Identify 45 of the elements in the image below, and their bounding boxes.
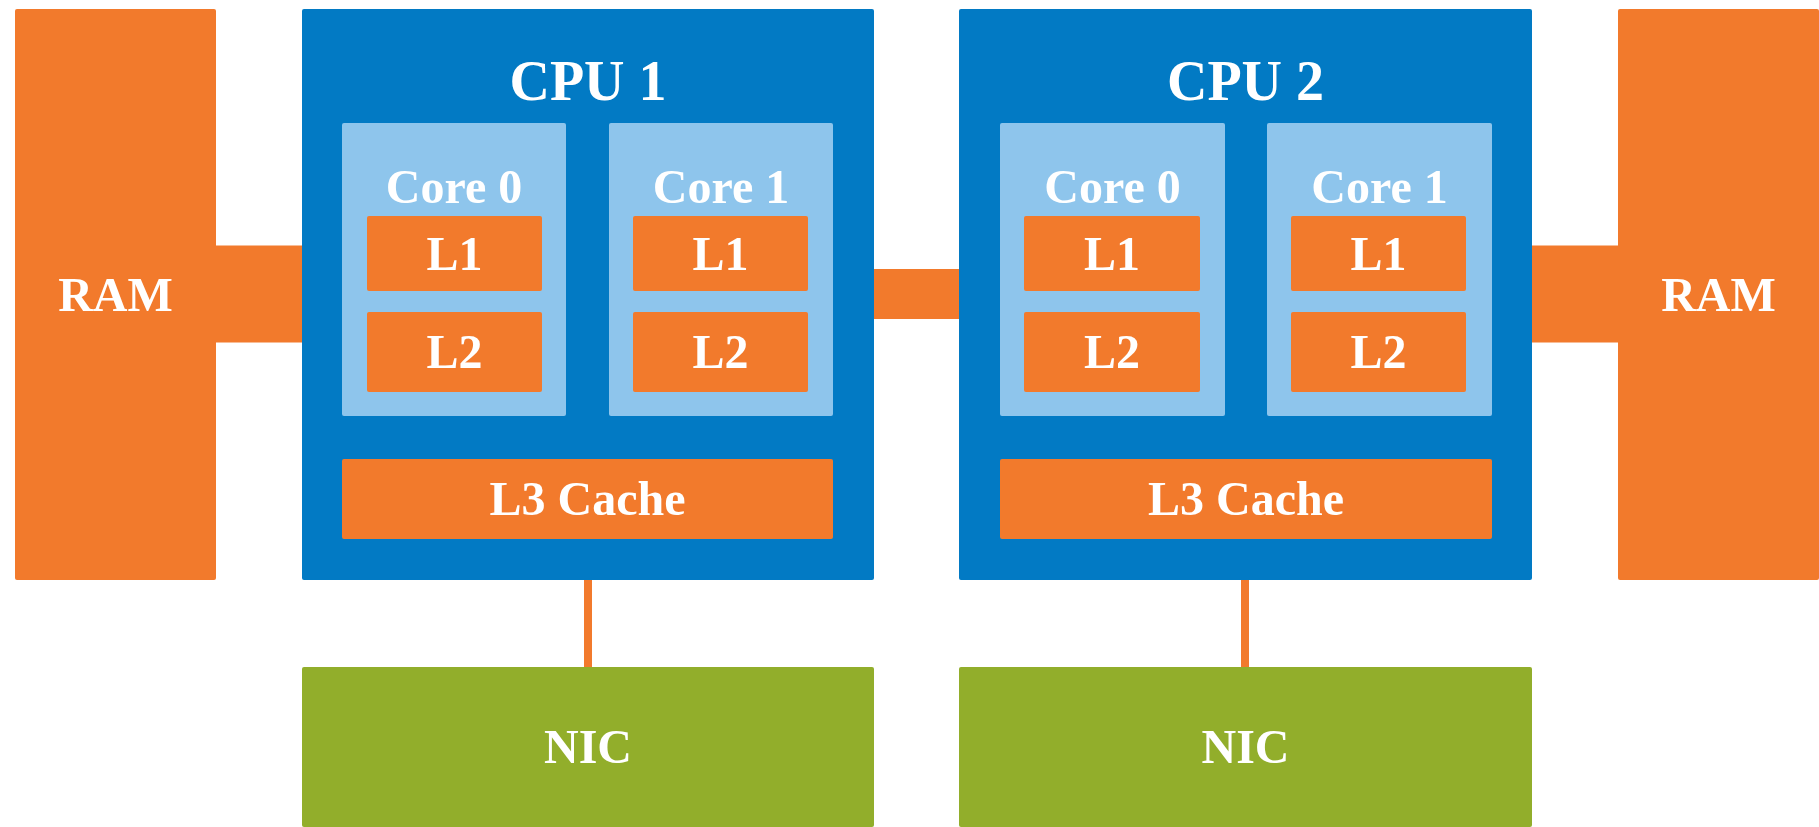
core-title: Core 1 xyxy=(652,163,790,211)
cache-label: L1 xyxy=(692,229,749,278)
network-card-box xyxy=(959,667,1532,827)
cache-label: L3 Cache xyxy=(1148,475,1344,523)
core-title: Core 0 xyxy=(385,163,523,211)
cache-label: L2 xyxy=(692,328,749,376)
cache-box xyxy=(1000,459,1492,539)
connector-bar xyxy=(216,245,302,343)
cache-box xyxy=(1291,312,1466,392)
core-box xyxy=(342,123,566,416)
network-card-label: NIC xyxy=(544,719,632,775)
core-title: Core 0 xyxy=(1044,163,1181,211)
memory-block xyxy=(1618,9,1819,580)
cache-label: L1 xyxy=(1350,229,1407,278)
cache-box xyxy=(1024,312,1200,392)
cache-label: L2 xyxy=(1084,328,1140,376)
core-title: Core 1 xyxy=(1311,163,1448,211)
core-box xyxy=(1000,123,1225,416)
cache-box xyxy=(633,216,808,291)
core-box xyxy=(1267,123,1492,416)
processor-title: CPU 2 xyxy=(1166,53,1325,109)
connector-bar xyxy=(874,269,959,319)
cache-box xyxy=(1024,216,1200,291)
cache-label: L1 xyxy=(1084,229,1140,278)
memory-block xyxy=(15,9,216,580)
processor-box xyxy=(959,9,1532,580)
cache-box xyxy=(367,312,542,392)
cache-label: L2 xyxy=(426,328,483,376)
network-card-label: NIC xyxy=(1201,719,1290,775)
core-box xyxy=(609,123,833,416)
connector-bar xyxy=(1532,245,1618,343)
connector-bar xyxy=(584,580,592,667)
connector-bar xyxy=(1241,580,1249,667)
cache-box xyxy=(633,312,808,392)
cache-label: L2 xyxy=(1350,328,1407,376)
processor-title: CPU 1 xyxy=(509,53,667,109)
cache-label: L1 xyxy=(426,229,483,278)
memory-label: RAM xyxy=(1661,266,1776,323)
network-card-box xyxy=(302,667,874,827)
processor-box xyxy=(302,9,874,580)
cache-box xyxy=(1291,216,1466,291)
cache-box xyxy=(342,459,833,539)
cache-box xyxy=(367,216,542,291)
cache-label: L3 Cache xyxy=(489,475,686,523)
memory-label: RAM xyxy=(58,266,173,323)
